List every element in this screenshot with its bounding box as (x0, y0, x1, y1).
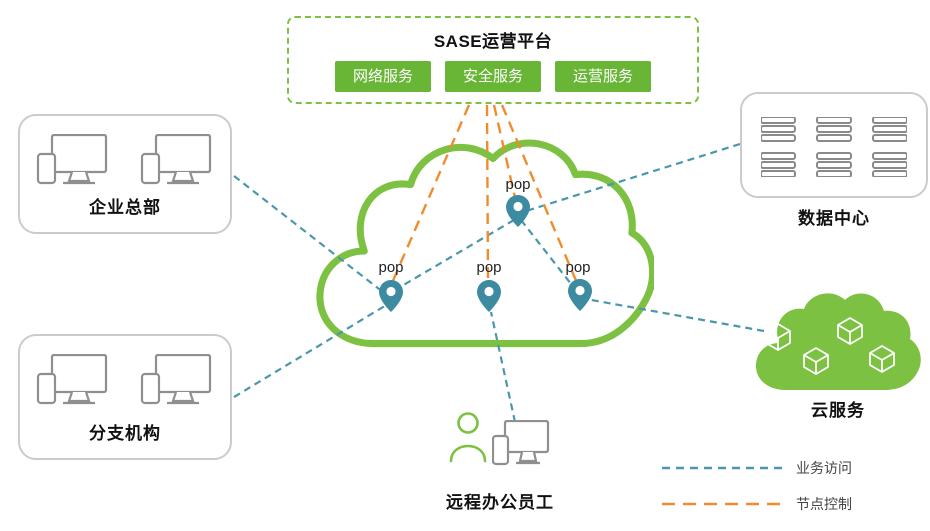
legend-label-business-access: 业务访问 (796, 460, 852, 476)
cube-icon (837, 317, 863, 345)
cloud-services-icon (755, 293, 921, 390)
site-label-remote-worker: 远程办公员工 (446, 493, 554, 512)
service-chip-security: 安全服务 (444, 61, 541, 92)
pop-label-center: pop (476, 259, 502, 276)
pop-pin-icon-right (568, 279, 592, 311)
sase-platform-panel: SASE运营平台 网络服务 安全服务 运营服务 (287, 16, 699, 104)
platform-title: SASE运营平台 (433, 32, 553, 51)
server-racks-icon (761, 117, 907, 177)
cube-icon (803, 347, 829, 375)
site-box-datacenter (740, 92, 928, 198)
legend-row-business-access: 业务访问 (662, 458, 852, 478)
pop-label-top: pop (505, 176, 531, 193)
service-chip-network: 网络服务 (334, 61, 431, 92)
site-box-hq: 企业总部 (18, 114, 232, 234)
pop-label-right: pop (565, 259, 591, 276)
workstations-icon (36, 134, 212, 185)
site-label-datacenter: 数据中心 (798, 209, 870, 228)
legend-row-node-control: 节点控制 (662, 494, 852, 514)
cube-icon (869, 345, 895, 373)
pop-pin-icon-left (379, 280, 403, 312)
site-label-branch: 分支机构 (89, 424, 161, 443)
site-label-cloud-services: 云服务 (811, 401, 865, 420)
service-row: 网络服务 安全服务 运营服务 (334, 61, 652, 92)
site-box-branch: 分支机构 (18, 334, 232, 460)
service-chip-operations: 运营服务 (555, 61, 652, 92)
pop-label-left: pop (378, 259, 404, 276)
workstations-icon (36, 354, 212, 405)
legend-label-node-control: 节点控制 (796, 496, 852, 512)
legend-line-node-control (662, 502, 782, 506)
cube-icon (765, 323, 791, 351)
legend-line-business-access (662, 466, 782, 470)
site-label-hq: 企业总部 (89, 198, 161, 217)
pop-pin-icon-center (477, 280, 501, 312)
legend: 业务访问 节点控制 (662, 458, 852, 514)
network-cloud-outline (316, 139, 654, 348)
person-icon (449, 412, 487, 463)
remote-device-icon (492, 420, 550, 466)
pop-pin-icon-top (506, 195, 530, 227)
